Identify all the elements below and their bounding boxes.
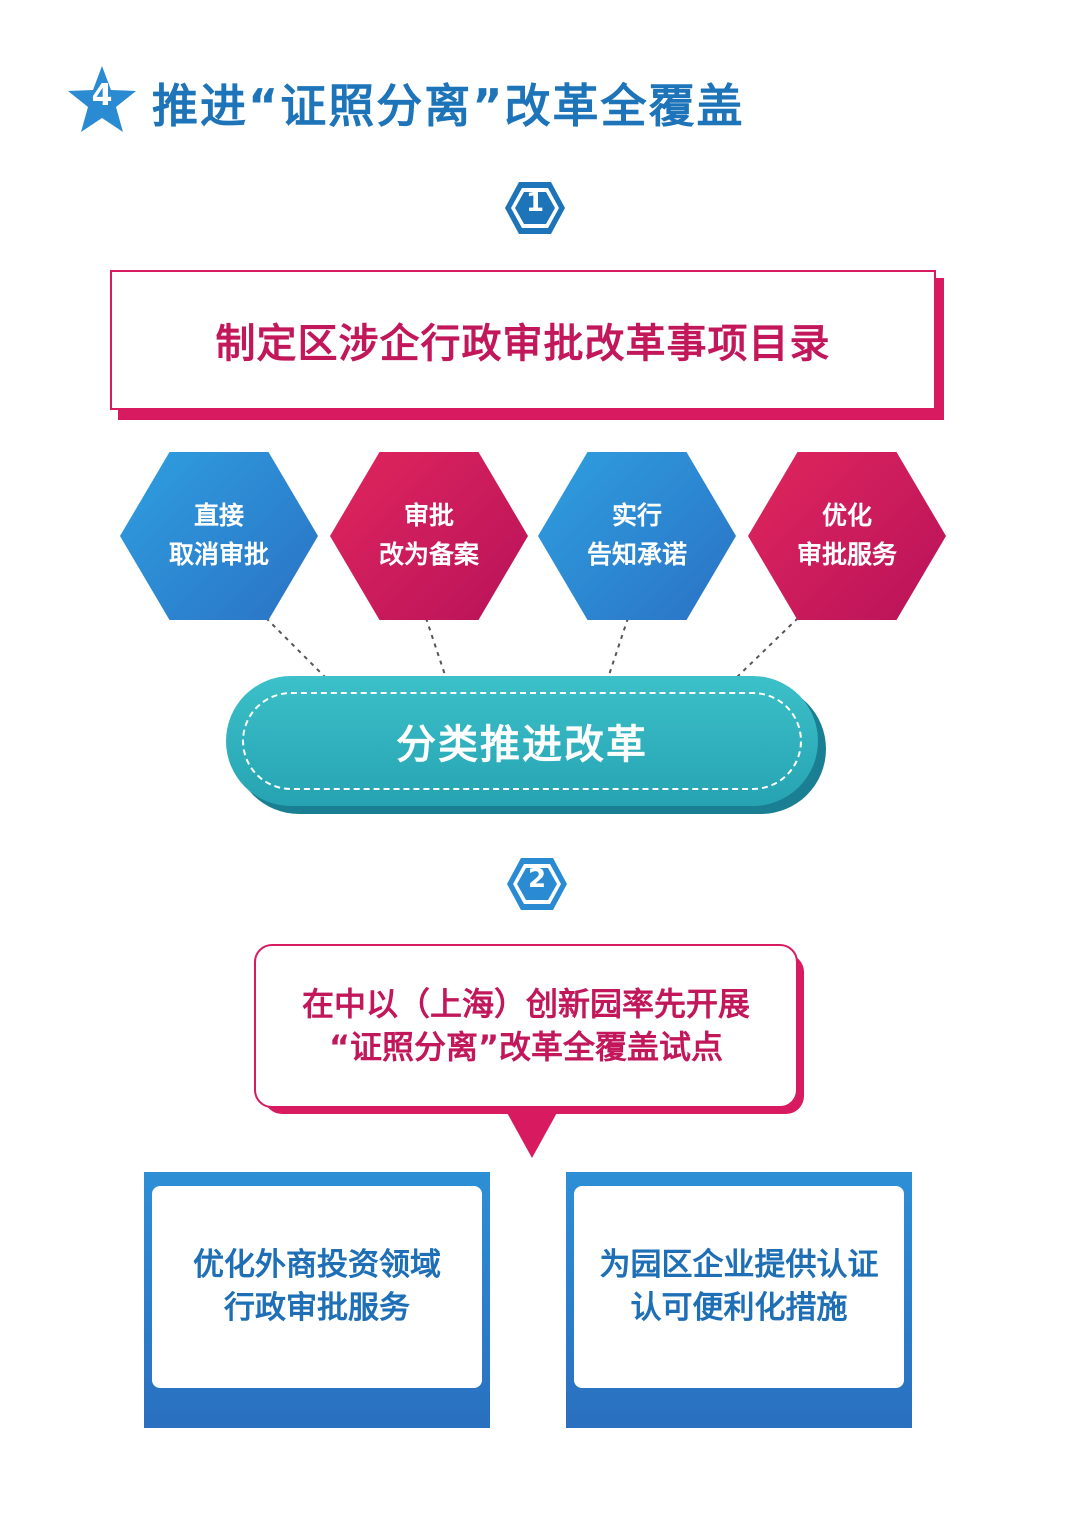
- foreign-investment-box-content: 优化外商投资领域 行政审批服务: [152, 1186, 482, 1388]
- foreign-investment-box: 优化外商投资领域 行政审批服务: [144, 1172, 490, 1428]
- certification-box: 为园区企业提供认证 认可便利化措施: [566, 1172, 912, 1428]
- hexagon-3-line1: 实行: [611, 501, 662, 531]
- connector-line-3: [607, 617, 629, 679]
- pill-text: 分类推进改革: [396, 722, 648, 768]
- certification-box-content: 为园区企业提供认证 认可便利化措施: [574, 1186, 904, 1388]
- page-title: 推进“证照分离”改革全覆盖: [152, 79, 745, 133]
- hexagon-record-filing: 审批改为备案: [330, 452, 528, 620]
- box-2-line2: 认可便利化措施: [630, 1290, 848, 1326]
- step-2-number: 2: [527, 864, 547, 894]
- hexagon-1-line1: 直接: [193, 501, 244, 531]
- hexagon-4-line2: 审批服务: [796, 540, 897, 569]
- pilot-callout: 在中以（上海）创新园率先开展 “证照分离”改革全覆盖试点: [254, 944, 798, 1108]
- step-2-badge: 2: [505, 856, 569, 912]
- header-number-badge: 4: [66, 64, 138, 136]
- hexagon-cancel-approval: 直接取消审批: [120, 452, 318, 620]
- box-1-line1: 优化外商投资领域: [193, 1246, 441, 1283]
- hexagon-2-line2: 改为备案: [378, 540, 479, 569]
- callout-line2: “证照分离”改革全覆盖试点: [328, 1028, 724, 1066]
- step-1-number: 1: [525, 188, 545, 218]
- hexagon-notification-commitment: 实行告知承诺: [538, 452, 736, 620]
- callout-line1: 在中以（上海）创新园率先开展: [301, 984, 750, 1023]
- hexagon-3-line2: 告知承诺: [586, 540, 687, 569]
- box-1-line2: 行政审批服务: [224, 1290, 410, 1326]
- box-2-line1: 为园区企业提供认证: [599, 1246, 879, 1283]
- hexagon-4-line1: 优化: [821, 501, 872, 531]
- hexagon-optimize-service: 优化审批服务: [748, 452, 946, 620]
- header-number: 4: [91, 78, 113, 113]
- callout-pointer: [500, 1100, 564, 1158]
- banner-text: 制定区涉企行政审批改革事项目录: [215, 321, 831, 367]
- connector-line-4: [735, 617, 799, 679]
- connector-line-2: [425, 617, 447, 679]
- star-icon: [68, 66, 136, 132]
- hexagon-1-line2: 取消审批: [168, 540, 269, 569]
- pill-dashed-border: 分类推进改革: [242, 692, 802, 790]
- hexagon-icon: [507, 858, 567, 910]
- catalog-banner: 制定区涉企行政审批改革事项目录: [110, 270, 936, 410]
- hexagon-2-line1: 审批: [403, 501, 454, 531]
- connector-line-1: [265, 617, 327, 679]
- hexagon-icon: [505, 182, 565, 234]
- classification-pill: 分类推进改革: [226, 676, 818, 806]
- step-1-badge: 1: [503, 180, 567, 236]
